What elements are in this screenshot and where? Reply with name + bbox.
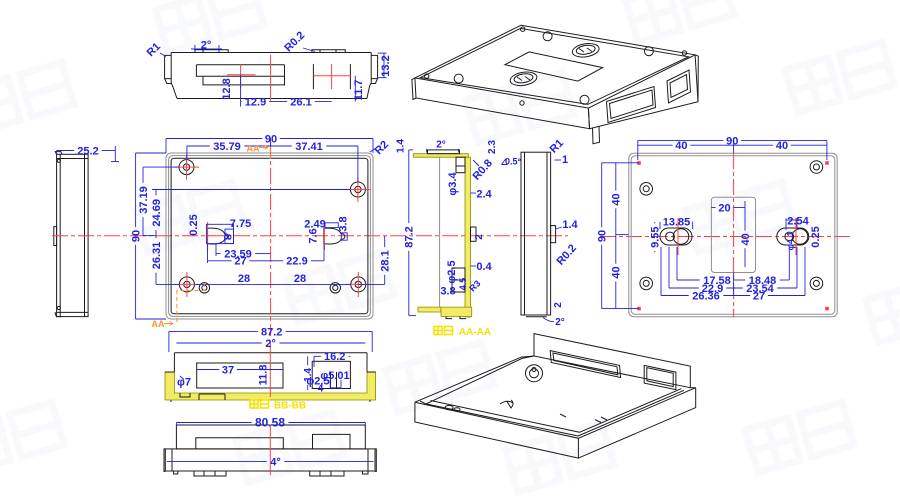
- svg-text:2°: 2°: [265, 338, 276, 350]
- svg-text:2.49: 2.49: [304, 219, 325, 231]
- svg-text:2.4: 2.4: [476, 189, 492, 201]
- svg-text:0.4: 0.4: [476, 261, 492, 273]
- svg-text:40: 40: [776, 140, 788, 152]
- svg-text:4: 4: [318, 384, 324, 395]
- svg-text:26.31: 26.31: [151, 242, 163, 270]
- svg-text:3.8: 3.8: [338, 216, 350, 231]
- svg-text:1.4: 1.4: [303, 368, 314, 382]
- svg-text:BB-BB: BB-BB: [274, 401, 306, 412]
- svg-text:13.2: 13.2: [380, 55, 392, 76]
- svg-text:3.8: 3.8: [440, 286, 455, 298]
- svg-text:26.1: 26.1: [290, 96, 311, 108]
- svg-text:2°: 2°: [555, 317, 565, 328]
- svg-text:2°: 2°: [201, 40, 212, 52]
- svg-text:37.41: 37.41: [295, 141, 323, 153]
- svg-text:φ7: φ7: [177, 377, 191, 389]
- svg-text:40: 40: [611, 266, 623, 278]
- svg-text:0.25: 0.25: [810, 226, 822, 247]
- svg-text:90: 90: [726, 135, 738, 147]
- svg-text:1.4: 1.4: [562, 219, 578, 231]
- svg-text:0.5°: 0.5°: [505, 157, 522, 167]
- svg-text:AA-AA: AA-AA: [459, 327, 491, 338]
- svg-text:24.69: 24.69: [151, 199, 163, 227]
- svg-text:40: 40: [740, 233, 752, 245]
- svg-text:28: 28: [294, 273, 306, 285]
- svg-text:26.36: 26.36: [692, 290, 720, 302]
- svg-text:28: 28: [238, 273, 250, 285]
- svg-text:23.59: 23.59: [224, 248, 252, 260]
- svg-text:2.54: 2.54: [787, 216, 809, 228]
- svg-text:17.58: 17.58: [703, 275, 731, 287]
- svg-text:AA: AA: [152, 319, 165, 329]
- svg-text:φ2.5: φ2.5: [306, 376, 329, 388]
- svg-text:13.85: 13.85: [663, 217, 691, 229]
- svg-text:1: 1: [562, 154, 568, 166]
- svg-text:11.8: 11.8: [257, 365, 269, 386]
- svg-text:40: 40: [675, 140, 687, 152]
- svg-text:12.8: 12.8: [221, 78, 233, 99]
- svg-text:28.1: 28.1: [380, 250, 392, 271]
- svg-text:87.2: 87.2: [261, 326, 282, 338]
- svg-text:37: 37: [222, 364, 234, 376]
- svg-text:22.9: 22.9: [286, 256, 307, 268]
- svg-text:12.9: 12.9: [245, 96, 266, 108]
- svg-text:4°: 4°: [270, 456, 281, 468]
- svg-text:18.48: 18.48: [749, 275, 777, 287]
- svg-text:11.7: 11.7: [353, 80, 365, 101]
- svg-text:1.4: 1.4: [396, 139, 407, 153]
- svg-text:7.6: 7.6: [308, 228, 320, 243]
- svg-text:40: 40: [611, 193, 623, 205]
- svg-text:22.9: 22.9: [702, 283, 723, 295]
- svg-text:2.3: 2.3: [487, 140, 498, 154]
- svg-text:9.55: 9.55: [650, 226, 662, 247]
- svg-text:0.25: 0.25: [188, 214, 200, 235]
- svg-text:35.79: 35.79: [213, 141, 241, 153]
- svg-text:87.2: 87.2: [404, 226, 416, 247]
- svg-text:37.19: 37.19: [138, 186, 150, 214]
- svg-text:8: 8: [223, 234, 235, 240]
- svg-text:φ3.4: φ3.4: [447, 172, 459, 196]
- svg-text:16.2: 16.2: [324, 351, 345, 363]
- svg-text:φ2.5: φ2.5: [446, 260, 458, 283]
- svg-text:4.5: 4.5: [458, 278, 468, 291]
- svg-text:23.54: 23.54: [746, 283, 774, 295]
- svg-text:2: 2: [474, 234, 485, 240]
- svg-text:27: 27: [234, 256, 246, 268]
- svg-text:27: 27: [753, 290, 765, 302]
- svg-text:80.58: 80.58: [255, 416, 285, 430]
- svg-text:7.75: 7.75: [230, 218, 251, 230]
- svg-text:2: 2: [553, 302, 564, 308]
- svg-text:AA: AA: [247, 144, 260, 154]
- svg-text:20: 20: [718, 202, 730, 214]
- svg-text:90: 90: [597, 230, 609, 242]
- svg-text:90: 90: [130, 230, 142, 242]
- svg-text:2°: 2°: [436, 140, 446, 151]
- svg-text:φ4.1: φ4.1: [785, 232, 795, 251]
- svg-text:φ5.01: φ5.01: [320, 370, 349, 382]
- svg-text:25.2: 25.2: [77, 145, 98, 157]
